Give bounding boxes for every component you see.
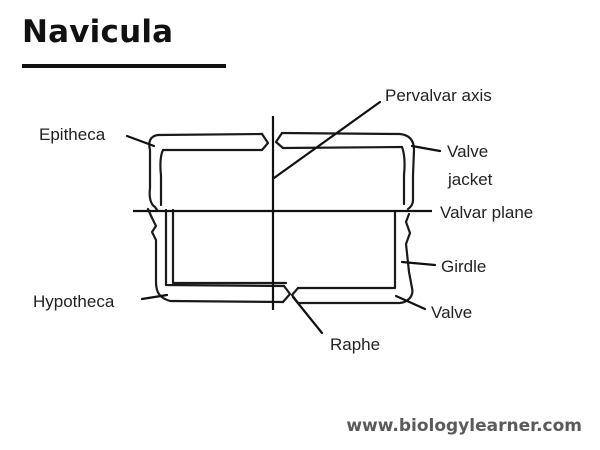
- title-underline: [22, 64, 226, 68]
- site-credit: www.biologylearner.com: [346, 416, 582, 436]
- label-pervalvar-axis: Pervalvar axis: [385, 86, 492, 105]
- leader-hypotheca: [140, 293, 169, 301]
- hypotheca-inner: [164, 208, 397, 290]
- label-hypotheca: Hypotheca: [33, 292, 115, 311]
- label-girdle: Girdle: [441, 257, 486, 276]
- leader-raphe: [291, 295, 324, 335]
- hypotheca-outline: [146, 207, 285, 304]
- label-valve: Valve: [431, 303, 472, 322]
- leader-girdle: [400, 260, 437, 267]
- label-valve-jacket-1: Valve: [447, 142, 488, 161]
- leader-valve-jacket: [410, 144, 442, 153]
- label-raphe: Raphe: [330, 335, 380, 354]
- raphe-notch-top: [260, 131, 285, 152]
- leader-pervalvar-axis: [272, 100, 382, 180]
- label-valve-jacket-2: jacket: [447, 170, 493, 189]
- page-title: Navicula: [22, 14, 174, 50]
- epitheca-outline-right: [280, 131, 416, 211]
- label-valvar-plane: Valvar plane: [440, 203, 533, 222]
- hypotheca-small-wall: [171, 208, 288, 285]
- label-epitheca: Epitheca: [39, 125, 106, 144]
- leader-valve: [394, 294, 427, 311]
- leader-epitheca: [125, 134, 156, 148]
- hypotheca-outline-right: [296, 212, 414, 305]
- epitheca-inner: [161, 145, 404, 152]
- epitheca-inner-walls: [159, 145, 406, 207]
- epitheca-outline: [148, 132, 264, 212]
